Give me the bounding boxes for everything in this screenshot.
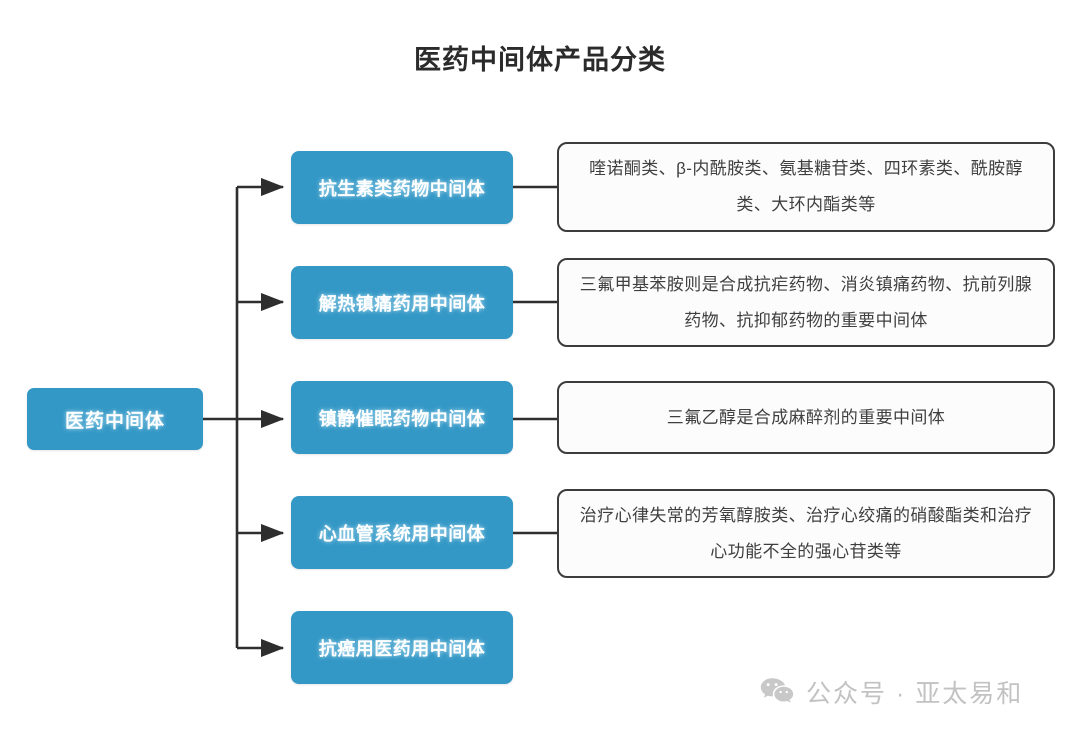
description-box-antibiotic: 喹诺酮类、β-内酰胺类、氨基糖苷类、四环素类、酰胺醇类、大环内酯类等 — [557, 142, 1055, 232]
description-text: 三氟甲基苯胺则是合成抗疟药物、消炎镇痛药物、抗前列腺药物、抗抑郁药物的重要中间体 — [579, 274, 1033, 330]
category-node-sedative-hypnotic[interactable]: 镇静催眠药物中间体 — [291, 381, 513, 454]
watermark-text: 公众号 · 亚太易和 — [806, 680, 1024, 708]
page-title: 医药中间体产品分类 — [414, 45, 666, 75]
description-box-sedative-hypnotic: 三氟乙醇是合成麻醉剂的重要中间体 — [557, 381, 1055, 454]
category-node-label: 抗生素类药物中间体 — [318, 178, 486, 199]
category-node-label: 解热镇痛药用中间体 — [318, 293, 486, 314]
category-node-label: 抗癌用医药用中间体 — [318, 638, 486, 659]
category-node-label: 镇静催眠药物中间体 — [318, 408, 486, 429]
category-node-label: 心血管系统用中间体 — [318, 523, 486, 544]
description-text: 治疗心律失常的芳氧醇胺类、治疗心绞痛的硝酸酯类和治疗心功能不全的强心苷类等 — [579, 505, 1033, 561]
category-node-anticancer[interactable]: 抗癌用医药用中间体 — [291, 611, 513, 684]
description-text: 三氟乙醇是合成麻醉剂的重要中间体 — [666, 407, 946, 427]
root-node-label: 医药中间体 — [64, 410, 165, 432]
root-node[interactable]: 医药中间体 — [27, 388, 203, 450]
wechat-icon — [760, 678, 794, 703]
category-node-cardiovascular[interactable]: 心血管系统用中间体 — [291, 496, 513, 569]
watermark: 公众号 · 亚太易和 — [760, 674, 1023, 710]
description-text: 喹诺酮类、β-内酰胺类、氨基糖苷类、四环素类、酰胺醇类、大环内酯类等 — [589, 159, 1023, 214]
description-box-cardiovascular: 治疗心律失常的芳氧醇胺类、治疗心绞痛的硝酸酯类和治疗心功能不全的强心苷类等 — [557, 489, 1055, 578]
category-node-antibiotic[interactable]: 抗生素类药物中间体 — [291, 151, 513, 224]
category-node-antipyretic-analgesic[interactable]: 解热镇痛药用中间体 — [291, 266, 513, 339]
description-box-antipyretic-analgesic: 三氟甲基苯胺则是合成抗疟药物、消炎镇痛药物、抗前列腺药物、抗抑郁药物的重要中间体 — [557, 258, 1055, 347]
